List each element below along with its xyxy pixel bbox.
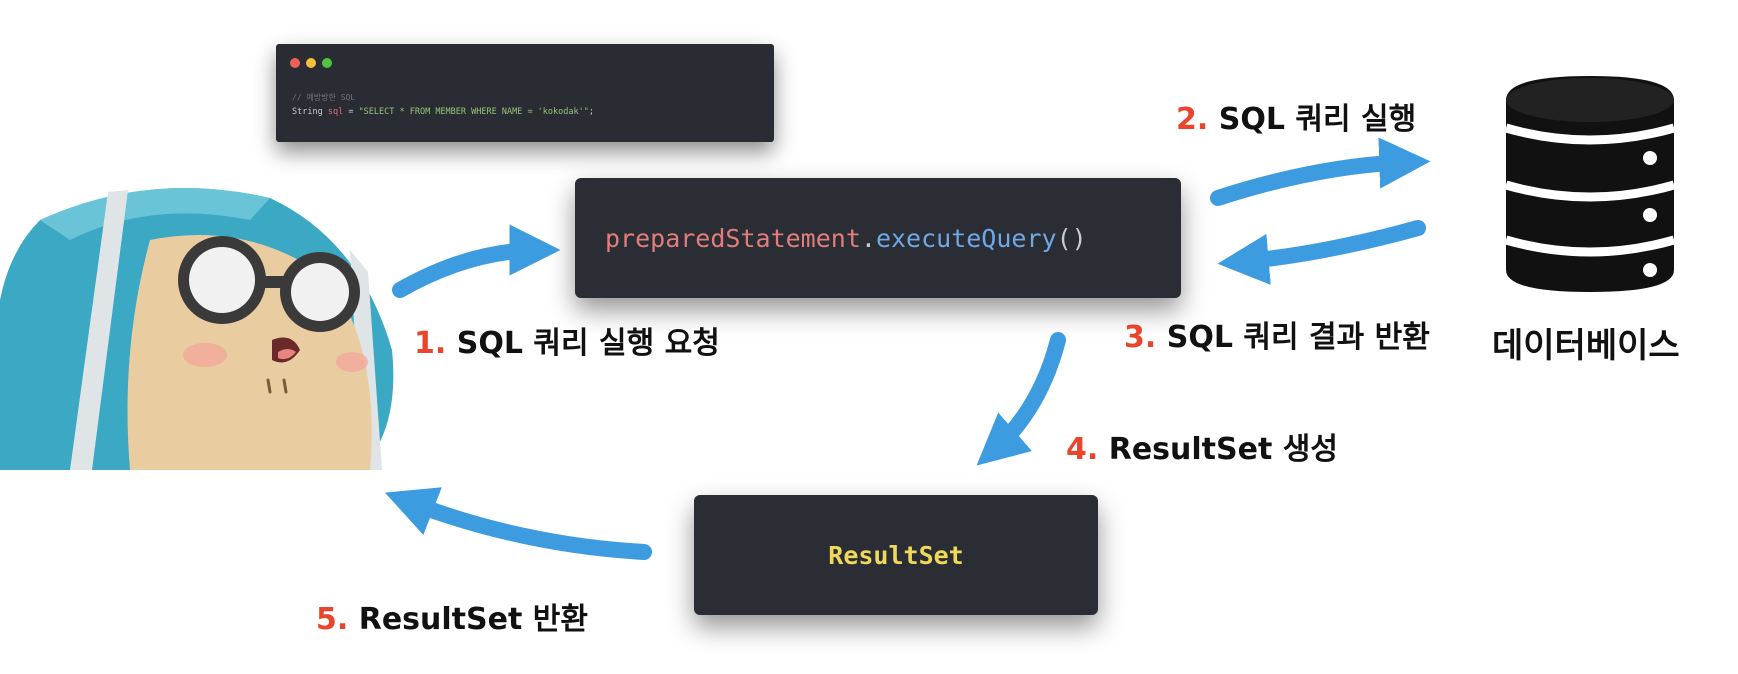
step-5-label: 5. ResultSet 반환 [316, 602, 588, 637]
resultset-text: ResultSet [828, 540, 964, 570]
code-line: String sql = "SELECT * FROM MEMBER WHERE… [292, 107, 594, 117]
arrow-step-4 [976, 332, 1066, 466]
window-controls [290, 58, 332, 68]
step-3-label: 3. SQL 쿼리 결과 반환 [1124, 320, 1430, 355]
mascot-illustration [0, 187, 394, 470]
minimize-dot-icon [306, 58, 316, 68]
close-dot-icon [290, 58, 300, 68]
code-comment: // 예방방한 SQL [292, 93, 356, 102]
step-4-label: 4. ResultSet 생성 [1066, 432, 1338, 467]
maximize-dot-icon [322, 58, 332, 68]
database-icon [1504, 76, 1676, 292]
code-snippet-window: // 예방방한 SQL String sql = "SELECT * FROM … [276, 44, 774, 142]
arrow-step-2 [1210, 137, 1431, 206]
prepared-statement-text: preparedStatement [605, 223, 861, 253]
execute-query-method: executeQuery [875, 223, 1057, 253]
step-1-label: 1. SQL 쿼리 실행 요청 [414, 326, 720, 361]
arrow-step-1 [392, 224, 561, 298]
arrow-step-3 [1217, 220, 1426, 285]
execute-query-box: preparedStatement.executeQuery() [575, 178, 1181, 298]
step-2-label: 2. SQL 쿼리 실행 [1176, 102, 1417, 137]
database-label: 데이터베이스 [1492, 326, 1680, 366]
resultset-box: ResultSet [694, 495, 1098, 615]
arrow-step-5 [384, 487, 652, 560]
